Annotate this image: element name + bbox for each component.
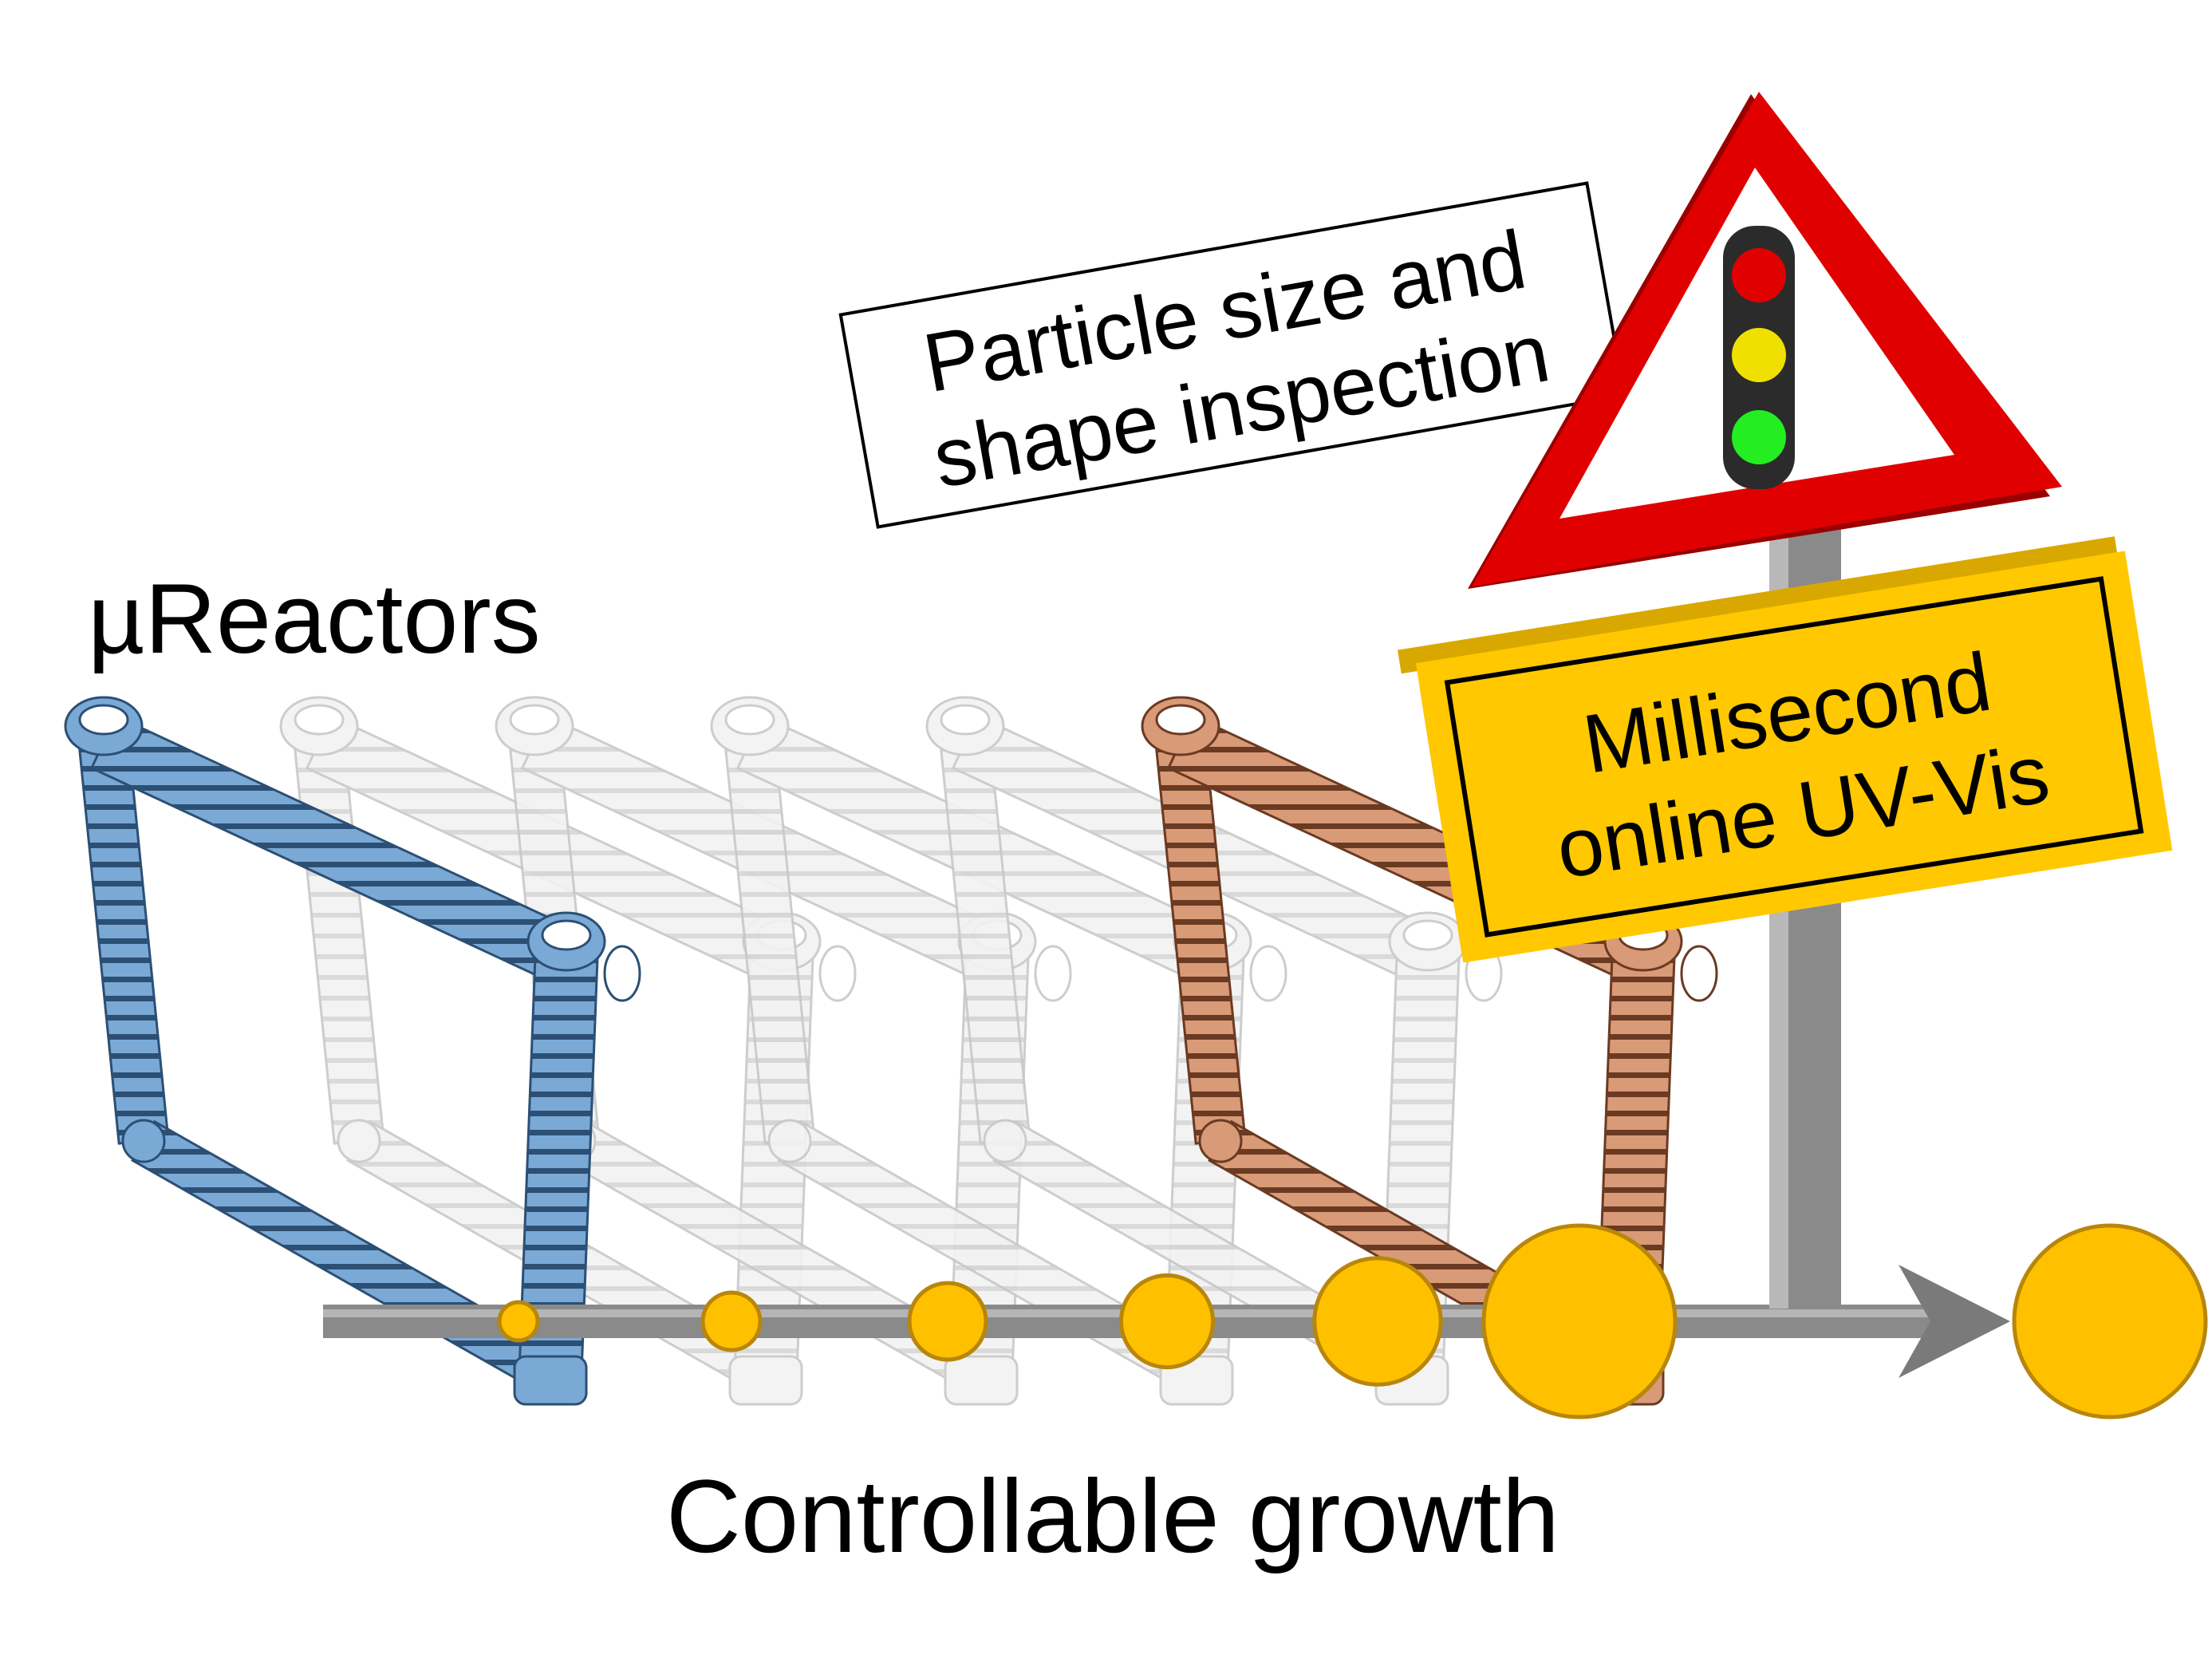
traffic-light-green [1732,410,1786,464]
reactors-label: µReactors [88,564,541,674]
particle-group [497,1223,2208,1419]
particle-4 [1118,1273,1216,1370]
particle-5 [1312,1256,1443,1387]
particle-2 [700,1290,763,1352]
growth-label: Controllable growth [666,1458,1559,1574]
traffic-light [1723,226,1795,489]
inspection-box: Particle size and shape inspection [838,181,1626,529]
warning-triangle [1468,92,2062,589]
particle-1 [497,1300,540,1343]
traffic-light-yellow [1732,328,1786,382]
particle-3 [907,1281,988,1362]
uvvis-sign: Millisecond online UV-Vis [1398,536,2173,963]
particle-6 [1481,1223,1678,1419]
traffic-light-red [1732,248,1786,302]
particle-7 [2012,1223,2208,1419]
